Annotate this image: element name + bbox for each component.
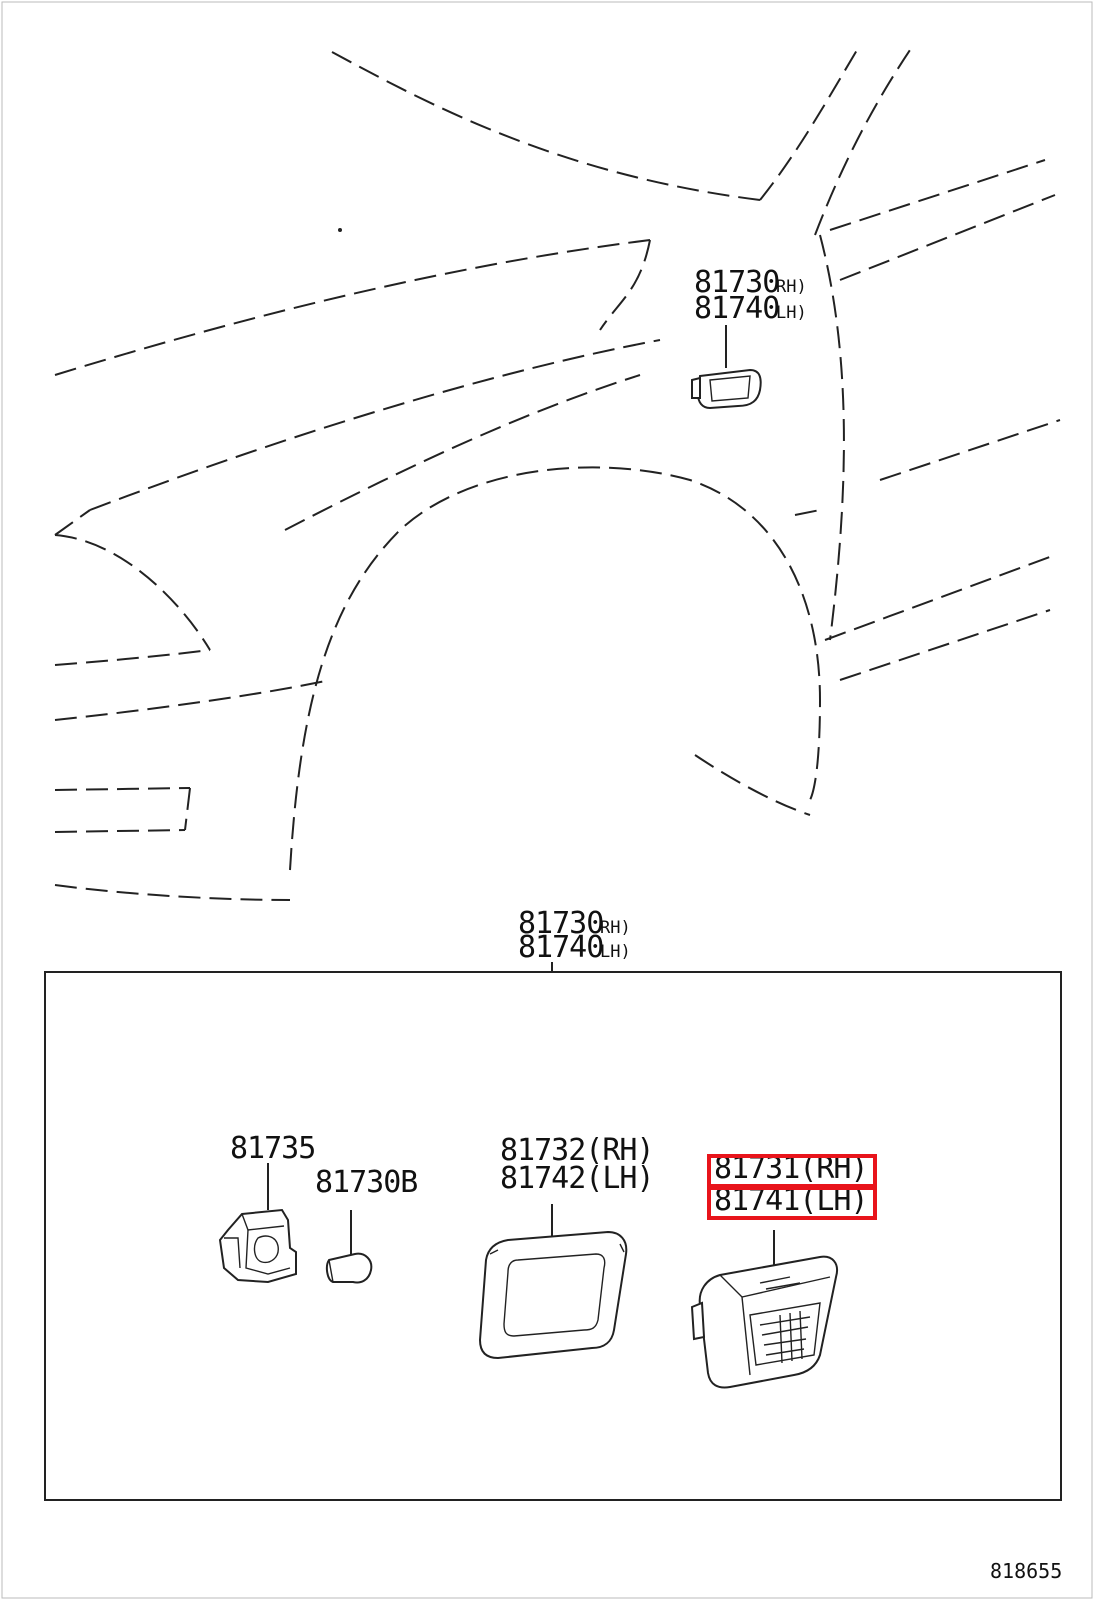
- top-callout: 81730 RH) 81740 LH): [694, 265, 807, 368]
- bulb-callout: 81730B: [315, 1165, 418, 1255]
- box-side-rh: RH): [600, 918, 631, 938]
- top-side-rh: RH): [776, 277, 807, 297]
- wedge-bulb: [325, 1252, 373, 1284]
- side-marker-lamp-assembly: [690, 1255, 838, 1389]
- box-side-lh: LH): [600, 942, 631, 962]
- box-part-number-lh: 81740: [518, 930, 603, 965]
- lens-part-number-rh: 81732(RH): [500, 1133, 654, 1168]
- box-part-number-rh: 81730: [518, 906, 603, 941]
- fender-side-marker-lamp: [691, 368, 762, 410]
- side-marker-lens: [478, 1230, 628, 1360]
- socket-part-number: 81735: [230, 1131, 315, 1166]
- bulb-socket: [218, 1208, 297, 1284]
- lens-part-number-lh: 81742(LH): [500, 1161, 654, 1196]
- highlight-box-lh: [707, 1186, 877, 1220]
- exploded-view-box: [44, 971, 1062, 1501]
- figure-id: 818655: [990, 1559, 1062, 1583]
- socket-callout: 81735: [230, 1131, 316, 1210]
- lens-callout: 81732(RH) 81742(LH): [500, 1133, 655, 1240]
- lamp-callout: 81731(RH) 81741(LH): [714, 1151, 869, 1268]
- top-part-number-lh: 81740: [694, 291, 779, 326]
- box-callout: 81730 RH) 81740 LH): [518, 906, 631, 972]
- car-body-outline: [54, 44, 1061, 901]
- top-part-number-rh: 81730: [694, 265, 779, 300]
- top-side-lh: LH): [776, 303, 807, 323]
- bulb-part-number: 81730B: [315, 1165, 417, 1200]
